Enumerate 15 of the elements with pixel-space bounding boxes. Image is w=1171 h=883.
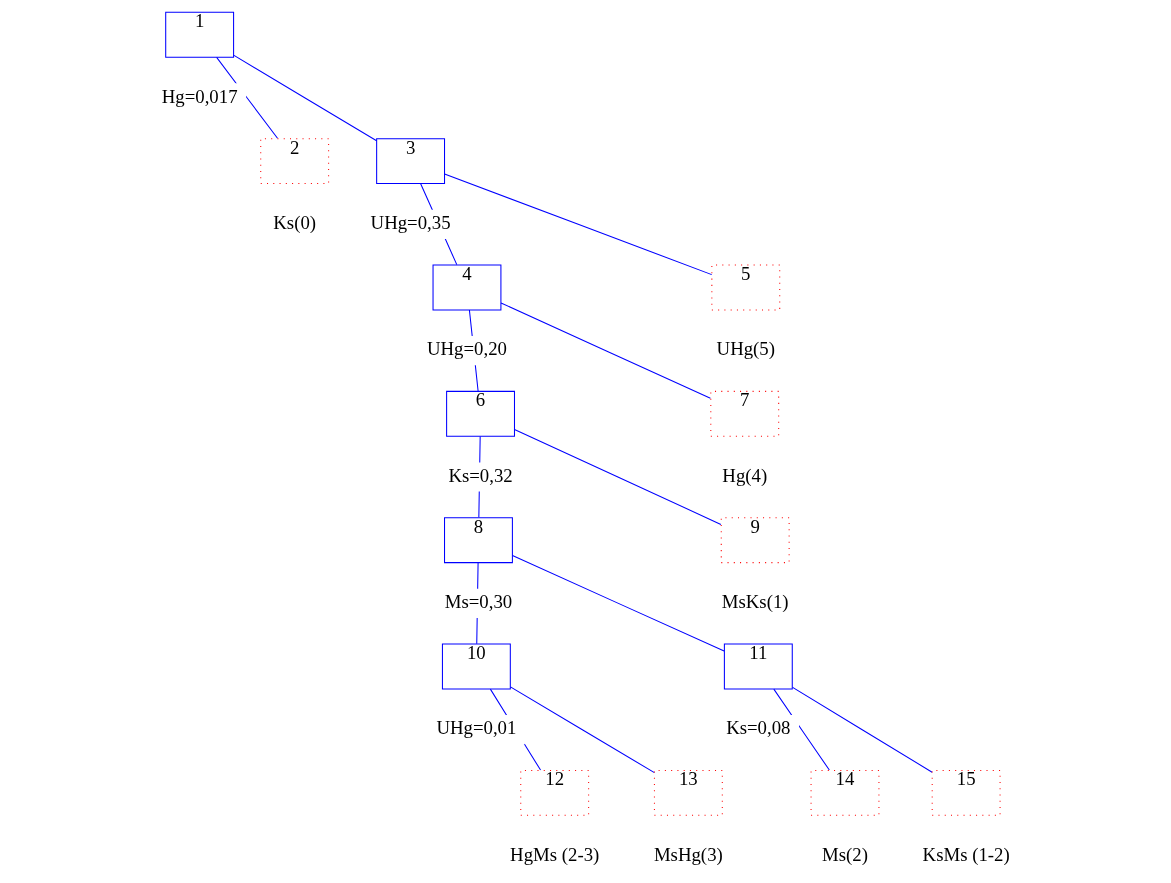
node-label: UHg(5) <box>716 338 775 360</box>
node-label: Hg(4) <box>722 464 768 486</box>
node-label: Ms=0,30 <box>444 590 513 612</box>
node-label: UHg=0,20 <box>426 338 507 360</box>
node-label: KsMs (1-2) <box>922 843 1010 865</box>
node-label: Hg=0,017 <box>161 85 238 107</box>
node-label: Ms(2) <box>822 843 868 865</box>
node-label: MsHg(3) <box>653 843 723 865</box>
node-label: HgMs (2-3) <box>510 843 600 865</box>
node-label: MsKs(1) <box>721 590 789 612</box>
node-label: UHg=0,01 <box>436 717 517 739</box>
node-label: Ks(0) <box>273 211 317 233</box>
node-label: Ks=0,08 <box>726 717 791 739</box>
node-label: UHg=0,35 <box>370 211 451 233</box>
node-label: Ks=0,32 <box>448 464 513 486</box>
